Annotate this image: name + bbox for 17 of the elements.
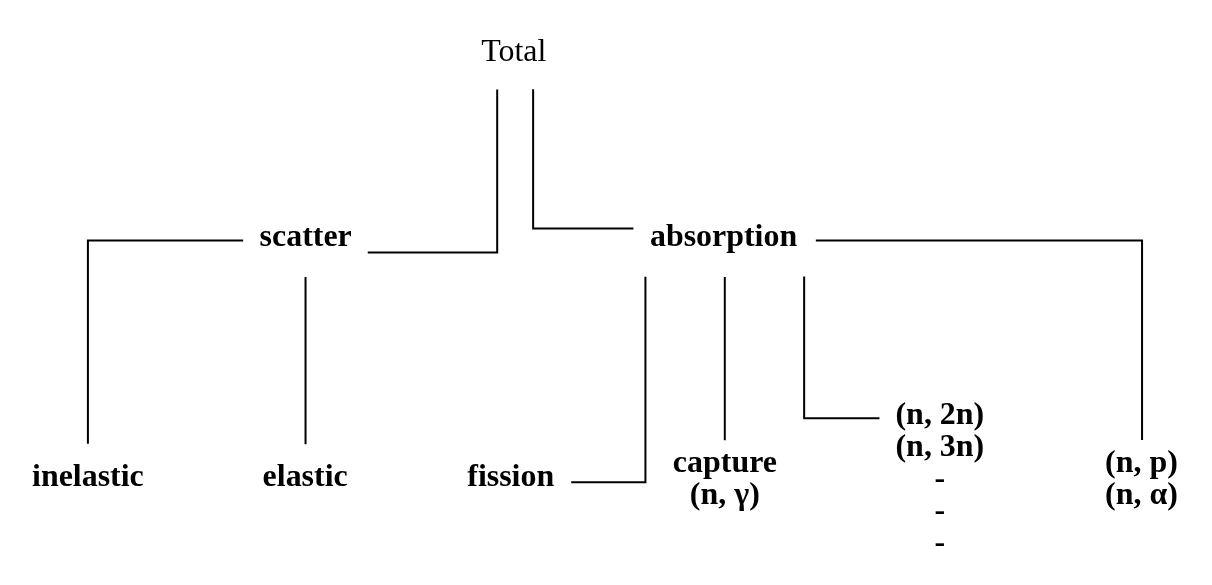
node-text: scatter: [259, 218, 352, 254]
node-text: inelastic: [32, 457, 144, 493]
connector: [366, 88, 499, 254]
node-text: absorption: [649, 218, 798, 254]
node-text: fission: [467, 457, 555, 493]
node-text: capture (n, γ): [672, 443, 777, 511]
node-text: elastic: [262, 457, 348, 493]
connector: [570, 275, 647, 484]
connector: [86, 239, 245, 445]
connector: [814, 239, 1144, 442]
node-text: (n, p) (n, α): [1105, 443, 1178, 511]
connector: [723, 276, 726, 442]
connector: [803, 275, 881, 420]
connector: [532, 88, 635, 230]
connector: [304, 276, 307, 446]
node-text: (n, 2n) (n, 3n) - - -: [895, 395, 985, 559]
node-text: Total: [481, 32, 547, 68]
